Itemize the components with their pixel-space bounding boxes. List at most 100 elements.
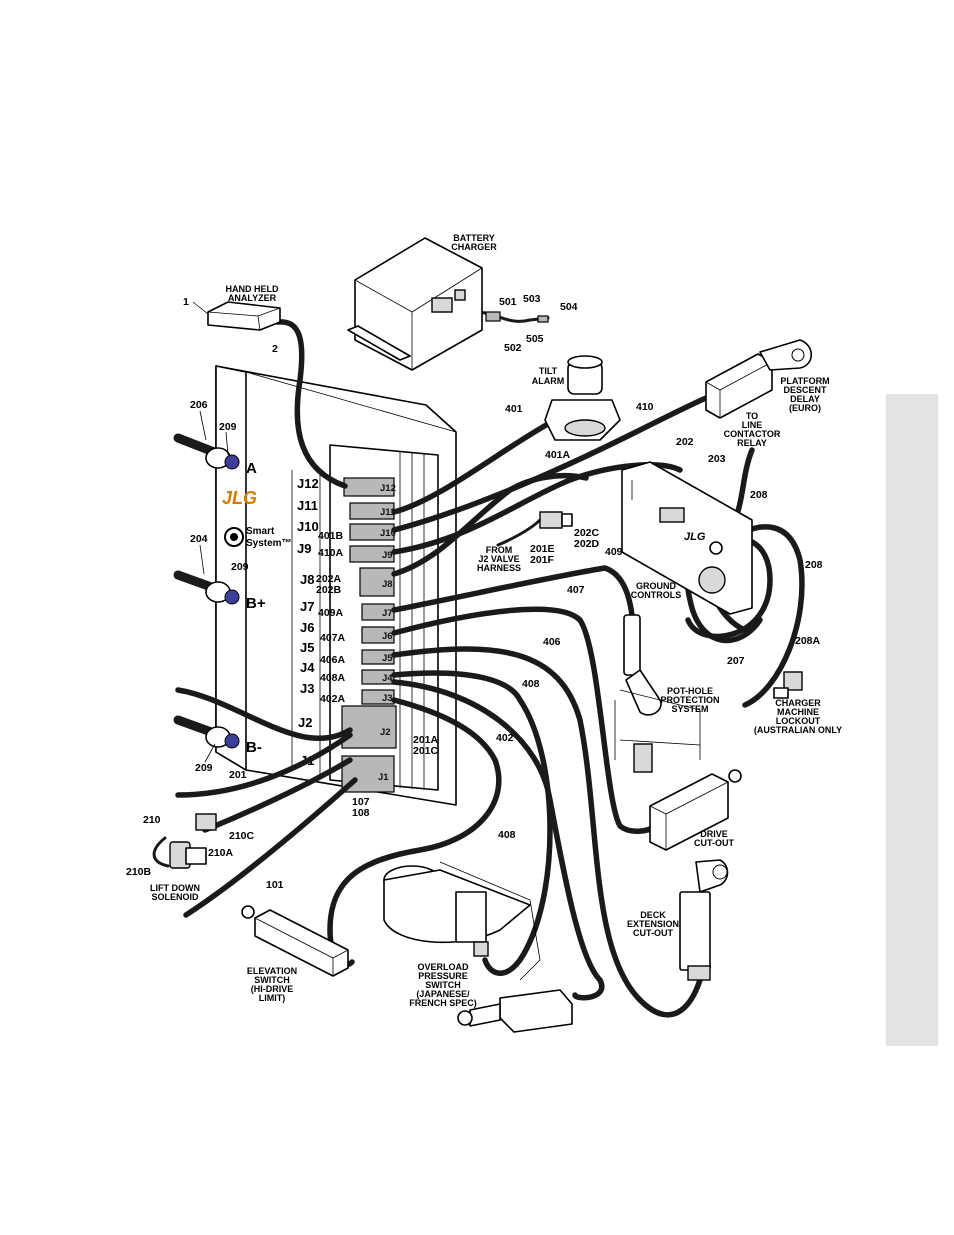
- svg-text:202A: 202A: [316, 573, 342, 585]
- plug-j2: [341, 705, 397, 749]
- svg-text:ELEVATION: ELEVATION: [247, 966, 297, 976]
- svg-text:JLG: JLG: [222, 488, 257, 508]
- svg-text:210A: 210A: [208, 847, 234, 859]
- svg-text:CHARGER: CHARGER: [775, 698, 821, 708]
- svg-text:503: 503: [523, 293, 541, 305]
- svg-text:SWITCH: SWITCH: [425, 980, 461, 990]
- jack-label-j9: J9: [297, 541, 311, 556]
- svg-text:J7: J7: [382, 608, 393, 619]
- label-tilt-1: TILT: [539, 366, 558, 376]
- svg-text:PROTECTION: PROTECTION: [660, 695, 719, 705]
- svg-text:HARNESS: HARNESS: [477, 563, 521, 573]
- svg-text:207: 207: [727, 655, 745, 667]
- svg-text:2: 2: [272, 343, 278, 355]
- label-battery-charger-2: CHARGER: [451, 242, 497, 252]
- svg-text:203: 203: [708, 453, 726, 465]
- svg-text:SWITCH: SWITCH: [254, 975, 290, 985]
- svg-text:401B: 401B: [318, 530, 344, 542]
- jack-label-j6: J6: [300, 620, 314, 635]
- terminal-studs: A B+ B-: [173, 433, 266, 756]
- svg-text:407A: 407A: [320, 632, 346, 644]
- svg-text:505: 505: [526, 333, 544, 345]
- jack-label-j4: J4: [300, 660, 315, 675]
- jack-label-j12: J12: [297, 476, 319, 491]
- svg-text:208: 208: [805, 559, 823, 571]
- svg-text:101: 101: [266, 879, 284, 891]
- battery-charger: [347, 237, 549, 371]
- svg-text:408: 408: [522, 678, 540, 690]
- svg-text:J4: J4: [382, 673, 393, 684]
- svg-text:Smart: Smart: [246, 526, 275, 537]
- svg-text:J10: J10: [380, 528, 396, 539]
- svg-text:CUT-OUT: CUT-OUT: [694, 838, 734, 848]
- jlg-logo: JLG: [222, 488, 257, 508]
- tilt-alarm: [544, 355, 621, 441]
- lift-down-solenoid: [169, 813, 217, 869]
- svg-text:504: 504: [560, 301, 578, 313]
- svg-text:209: 209: [231, 561, 249, 573]
- svg-text:201F: 201F: [530, 554, 555, 566]
- svg-text:GROUND: GROUND: [636, 581, 676, 591]
- jack-label-j7: J7: [300, 599, 314, 614]
- svg-text:JLG: JLG: [684, 531, 706, 543]
- callout-numbers: 1 2 501 503 504 505 502 401 401A 410 202…: [126, 293, 823, 891]
- svg-text:CUT-OUT: CUT-OUT: [633, 928, 673, 938]
- svg-text:MACHINE: MACHINE: [777, 707, 819, 717]
- svg-text:TO: TO: [746, 411, 758, 421]
- svg-text:408A: 408A: [320, 672, 346, 684]
- charger-machine-lockout: [773, 671, 803, 699]
- hand-held-analyzer: [207, 301, 281, 331]
- overload-pressure-switch: [383, 861, 573, 1033]
- harness-wires: [152, 310, 805, 1018]
- svg-text:108: 108: [352, 807, 370, 819]
- jack-label-j2: J2: [298, 715, 312, 730]
- svg-text:401: 401: [505, 403, 523, 415]
- svg-text:202B: 202B: [316, 584, 342, 596]
- svg-text:(HI-DRIVE: (HI-DRIVE: [251, 984, 294, 994]
- svg-text:204: 204: [190, 533, 208, 545]
- svg-text:202D: 202D: [574, 538, 600, 550]
- elevation-switch: [241, 905, 349, 977]
- connector-plugs: J12 J11 J10 J9 J8 J7 J6 J5 J4 J3 J2 J1: [341, 477, 397, 793]
- svg-text:409A: 409A: [318, 607, 344, 619]
- drive-cut-out: [649, 769, 742, 851]
- pot-hole-protection: [614, 614, 701, 773]
- terminal-bminus: B-: [246, 739, 262, 756]
- label-analyzer-2: ANALYZER: [228, 293, 277, 303]
- svg-text:DELAY: DELAY: [790, 394, 820, 404]
- section-side-tab: [886, 394, 938, 1046]
- svg-text:POT-HOLE: POT-HOLE: [667, 686, 713, 696]
- label-analyzer-1: HAND HELD: [226, 284, 279, 294]
- svg-text:202C: 202C: [574, 527, 600, 539]
- svg-text:RELAY: RELAY: [737, 438, 767, 448]
- svg-text:201C: 201C: [413, 745, 439, 757]
- ground-controls-panel: JLG: [621, 461, 753, 615]
- svg-text:J6: J6: [382, 631, 393, 642]
- svg-text:PRESSURE: PRESSURE: [418, 971, 468, 981]
- svg-text:1: 1: [183, 296, 189, 308]
- svg-text:CONTROLS: CONTROLS: [631, 590, 682, 600]
- svg-text:206: 206: [190, 399, 208, 411]
- jack-labels: J12 J11 J10 J9 J8 J7 J6 J5 J4 J3 J2 J1: [297, 476, 319, 768]
- svg-text:406A: 406A: [320, 654, 346, 666]
- svg-text:J8: J8: [382, 579, 393, 590]
- j2-valve-connector: [539, 511, 573, 529]
- svg-text:System™: System™: [246, 538, 292, 549]
- terminal-bplus: B+: [246, 595, 266, 612]
- svg-text:209: 209: [195, 762, 213, 774]
- jack-label-j10: J10: [297, 519, 319, 534]
- smart-system-logo: Smart System™: [224, 526, 292, 549]
- svg-text:OVERLOAD: OVERLOAD: [417, 962, 469, 972]
- svg-text:DESCENT: DESCENT: [783, 385, 827, 395]
- svg-text:202: 202: [676, 436, 694, 448]
- terminal-a: A: [246, 460, 257, 477]
- jack-label-j11: J11: [297, 498, 318, 513]
- jack-label-j3: J3: [300, 681, 314, 696]
- svg-text:410: 410: [636, 401, 654, 413]
- svg-text:201E: 201E: [530, 543, 555, 555]
- svg-text:DECK: DECK: [640, 910, 666, 920]
- svg-text:210B: 210B: [126, 866, 152, 878]
- svg-text:210C: 210C: [229, 830, 255, 842]
- svg-text:502: 502: [504, 342, 522, 354]
